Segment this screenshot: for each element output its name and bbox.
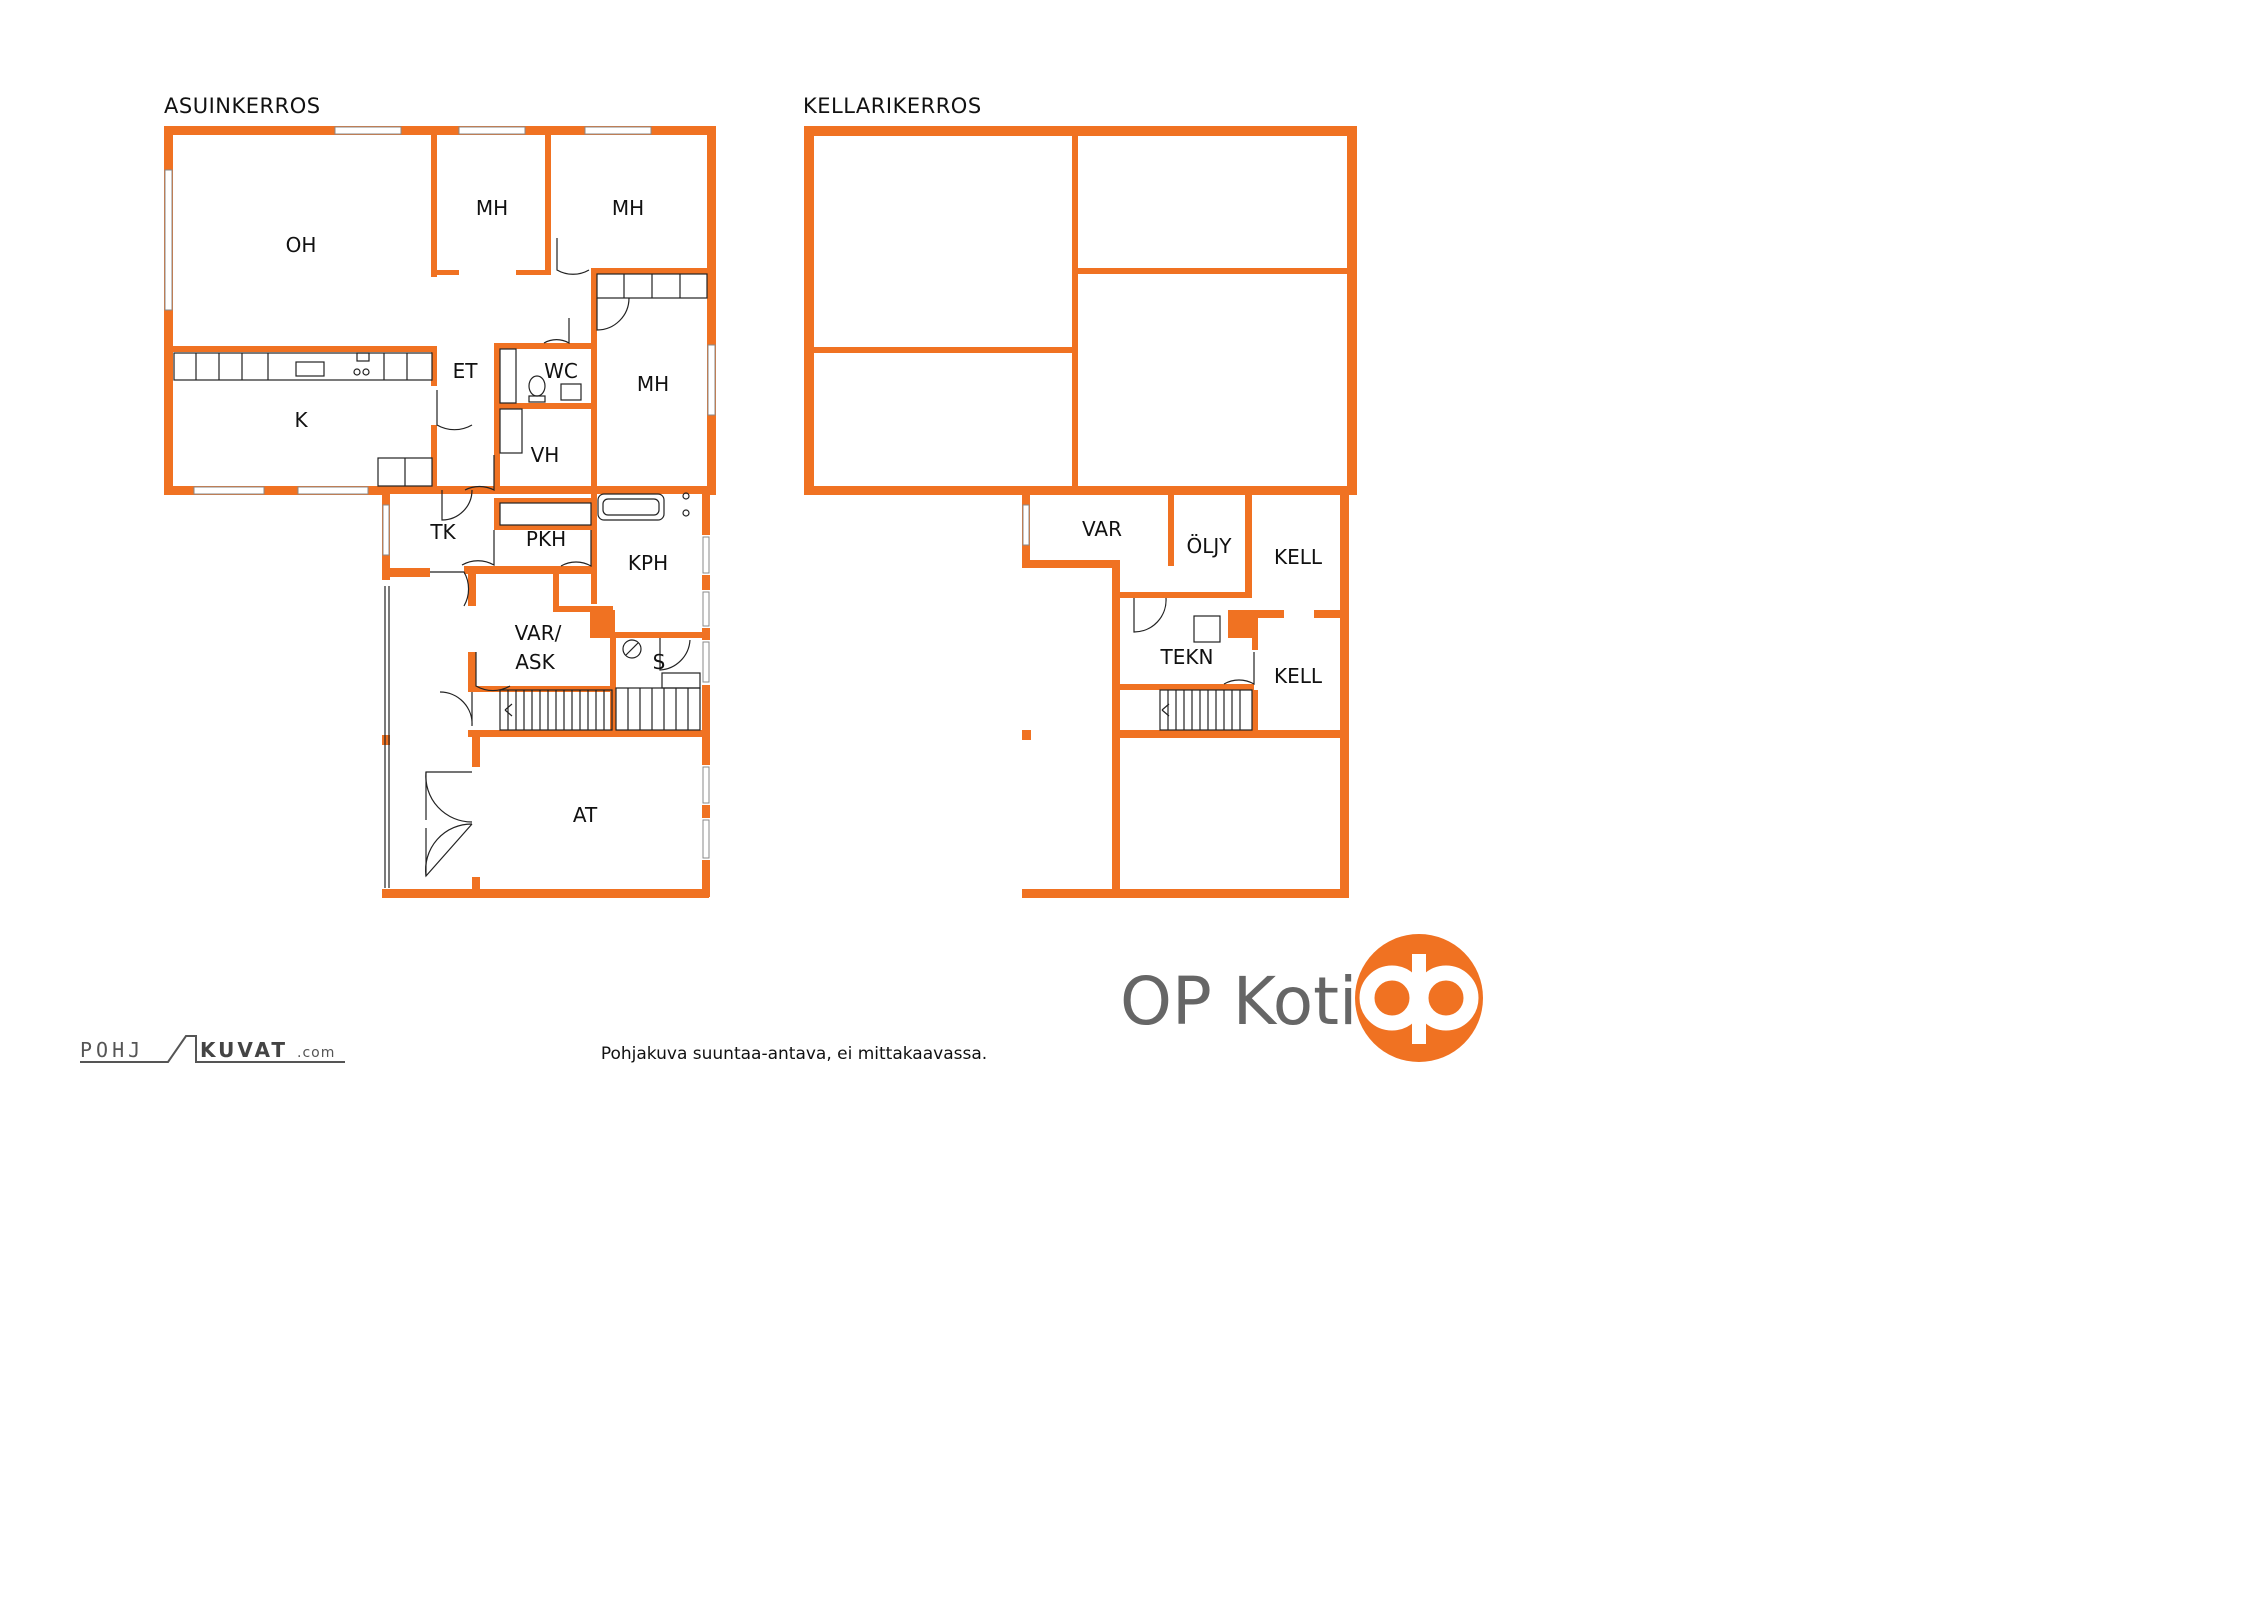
room-label-kell-1: KELL bbox=[1274, 545, 1323, 569]
credit-left-text: POHJ bbox=[80, 1038, 144, 1062]
room-label-k: K bbox=[294, 408, 308, 432]
basement-walls bbox=[804, 126, 1357, 898]
main-floor-walls bbox=[164, 126, 716, 898]
room-label-vh: VH bbox=[531, 443, 560, 467]
main-floor-windows bbox=[164, 126, 716, 888]
credit-right-text: KUVAT bbox=[200, 1038, 288, 1062]
pohjakuvat-credit: POHJ KUVAT .com bbox=[80, 1035, 345, 1063]
room-label-mh-3: MH bbox=[637, 372, 669, 396]
room-label-tekn: TEKN bbox=[1160, 645, 1214, 669]
disclaimer-note: Pohjakuva suuntaa-antava, ei mittakaavas… bbox=[601, 1044, 987, 1064]
room-label-et: ET bbox=[453, 359, 479, 383]
basement-floor-title: KELLARIKERROS bbox=[803, 94, 982, 118]
room-label-at: AT bbox=[573, 803, 598, 827]
room-label-var: VAR bbox=[1082, 517, 1122, 541]
room-label-tk: TK bbox=[429, 520, 456, 544]
main-floor-fixtures bbox=[173, 273, 708, 731]
room-label-oh: OH bbox=[286, 233, 317, 257]
credit-suffix-text: .com bbox=[297, 1045, 335, 1061]
basement-fixtures bbox=[1022, 504, 1255, 731]
main-floor-doors bbox=[425, 238, 691, 878]
op-koti-brand: OP Koti bbox=[1120, 934, 1483, 1062]
main-floor-title: ASUINKERROS bbox=[164, 94, 321, 118]
main-stairs bbox=[499, 672, 701, 731]
room-label-mh-2: MH bbox=[612, 196, 644, 220]
room-label-var-ask-line1: VAR/ bbox=[515, 621, 562, 645]
main-floor-room-labels: OH MH MH MH K ET WC VH TK PKH KPH VAR/ A… bbox=[286, 196, 670, 827]
brand-name: OP Koti bbox=[1120, 963, 1357, 1040]
room-label-var-ask-line2: ASK bbox=[515, 650, 555, 674]
op-logo bbox=[1355, 934, 1483, 1062]
basement-room-labels: VAR ÖLJY KELL TEKN KELL bbox=[1082, 517, 1323, 688]
room-label-mh-1: MH bbox=[476, 196, 508, 220]
room-label-wc: WC bbox=[544, 359, 578, 383]
room-label-s: S bbox=[653, 650, 666, 674]
floor-plan-drawing: ASUINKERROS bbox=[80, 94, 1483, 1064]
room-label-pkh: PKH bbox=[526, 527, 566, 551]
room-label-kph: KPH bbox=[628, 551, 668, 575]
room-label-oljy: ÖLJY bbox=[1187, 534, 1233, 558]
room-label-kell-2: KELL bbox=[1274, 664, 1323, 688]
